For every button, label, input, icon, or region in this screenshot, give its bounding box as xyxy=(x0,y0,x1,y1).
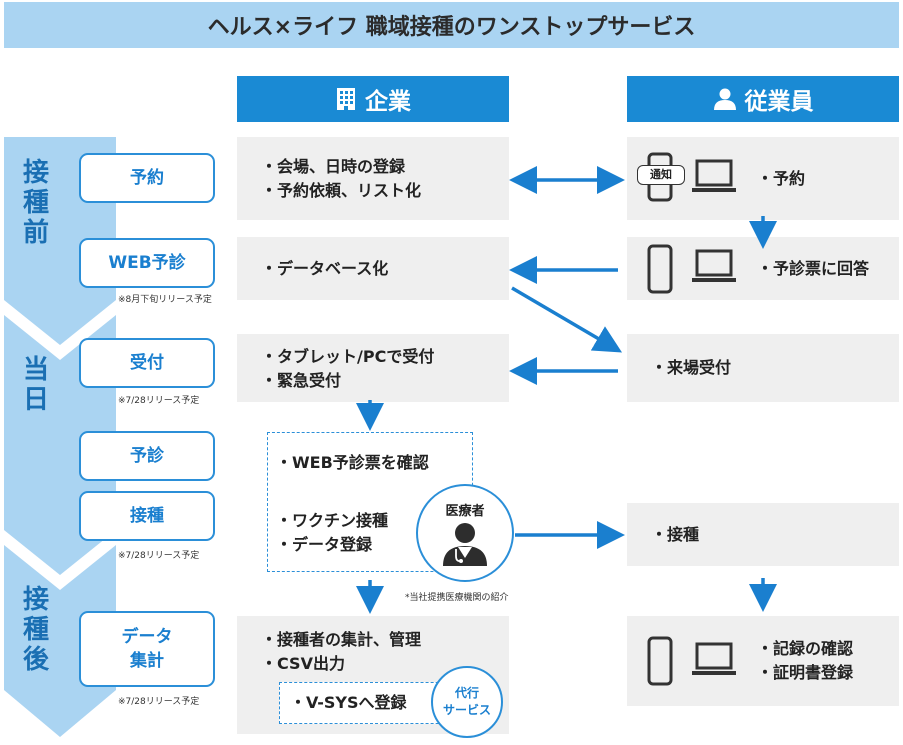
company-panel-reception: ・タブレット/PCで受付 ・緊急受付 xyxy=(237,334,509,402)
step-data-note: ※7/28リリース予定 xyxy=(118,697,200,707)
step-data-label-2: 集計 xyxy=(130,651,164,671)
employee-row4: ・接種 xyxy=(651,525,700,544)
employee-panel-prediag: ・予診票に回答 xyxy=(627,237,899,300)
company-panel-db: ・データベース化 xyxy=(237,237,509,300)
step-vaccinate: 接種 xyxy=(79,491,215,541)
company-header-label: 企業 xyxy=(365,89,411,115)
employee-panel-record: ・記録の確認 ・証明書登録 xyxy=(627,616,899,706)
step-reception-note: ※7/28リリース予定 xyxy=(118,396,200,406)
phase-after-label: 接種後 xyxy=(22,585,49,675)
doctor-icon xyxy=(443,523,487,566)
company-row3-b: ・緊急受付 xyxy=(261,371,342,390)
laptop-icon xyxy=(692,642,736,675)
employee-header-label: 従業員 xyxy=(744,89,814,115)
agent-label-1: 代行 xyxy=(454,686,479,700)
step-web-prediag: WEB予診 xyxy=(79,238,215,288)
step-data-label-1: データ xyxy=(121,627,173,647)
company-row2: ・データベース化 xyxy=(261,259,389,278)
doctor-label: 医療者 xyxy=(445,504,485,519)
phase-day-label: 当日 xyxy=(22,355,49,415)
step-vaccinate-note: ※7/28リリース予定 xyxy=(118,551,200,561)
step-reserve: 予約 xyxy=(79,153,215,203)
doctor-note: *当社提携医療機関の紹介 xyxy=(405,593,509,603)
medical-vaccinate-text: ・ワクチン接種 xyxy=(276,511,389,530)
step-prediag-label: 予診 xyxy=(130,446,164,466)
company-panel-reserve: ・会場、日時の登録 ・予約依頼、リスト化 xyxy=(237,137,509,220)
employee-row1: ・予約 xyxy=(757,169,806,188)
employee-row2: ・予診票に回答 xyxy=(757,259,870,278)
step-prediag: 予診 xyxy=(79,431,215,481)
step-reserve-label: 予約 xyxy=(130,168,164,188)
employee-row5-a: ・記録の確認 xyxy=(757,639,854,658)
step-reception: 受付 xyxy=(79,338,215,388)
person-icon xyxy=(713,88,736,110)
employee-row5-b: ・証明書登録 xyxy=(757,663,854,682)
step-vaccinate-label: 接種 xyxy=(130,506,164,526)
employee-panel-reserve: 通知 ・予約 xyxy=(627,137,899,220)
company-header: 企業 xyxy=(237,76,509,122)
company-row3-a: ・タブレット/PCで受付 xyxy=(261,347,435,366)
medical-prediag-text: ・WEB予診票を確認 xyxy=(276,453,429,472)
step-data: データ 集計 xyxy=(79,611,215,687)
page-title: ヘルス×ライフ 職域接種のワンストップサービス xyxy=(4,2,899,48)
agent-service-badge: 代行 サービス xyxy=(431,666,503,738)
laptop-icon xyxy=(692,249,736,282)
company-row5-b: ・CSV出力 xyxy=(261,654,345,673)
phase-after-shape xyxy=(4,545,116,737)
employee-header: 従業員 xyxy=(627,76,899,122)
medical-data-text: ・データ登録 xyxy=(276,535,373,554)
building-icon xyxy=(337,88,355,110)
employee-row3: ・来場受付 xyxy=(651,358,732,377)
employee-panel-reception: ・来場受付 xyxy=(627,334,899,402)
company-row5-a: ・接種者の集計、管理 xyxy=(261,630,422,649)
vsys-text: ・V-SYSへ登録 xyxy=(290,693,407,712)
agent-label-2: サービス xyxy=(442,703,491,717)
step-web-note: ※8月下旬リリース予定 xyxy=(118,295,212,305)
phase-before-label: 接種前 xyxy=(22,158,49,248)
notification-badge: 通知 xyxy=(637,165,685,185)
medical-area: ・WEB予診票を確認 ・ワクチン接種 ・データ登録 xyxy=(267,432,473,572)
employee-panel-vaccinate: ・接種 xyxy=(627,503,899,566)
company-row1-b: ・予約依頼、リスト化 xyxy=(261,181,422,200)
laptop-icon xyxy=(692,159,736,192)
step-reception-label: 受付 xyxy=(130,353,164,373)
title-text: ヘルス×ライフ 職域接種のワンストップサービス xyxy=(207,15,696,40)
company-row1-a: ・会場、日時の登録 xyxy=(261,157,406,176)
smartphone-icon xyxy=(647,244,673,294)
step-web-label: WEB予診 xyxy=(108,253,186,273)
smartphone-icon xyxy=(647,636,673,686)
doctor-badge: 医療者 xyxy=(416,484,514,582)
